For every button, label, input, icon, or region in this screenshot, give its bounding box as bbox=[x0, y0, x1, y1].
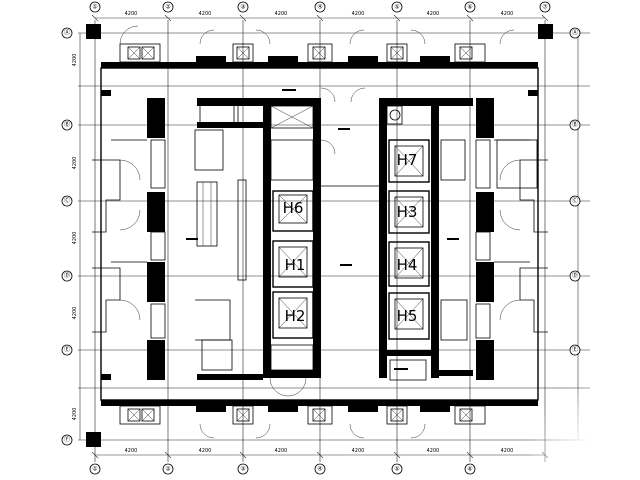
axis-col-1-bottom: ① bbox=[92, 466, 97, 473]
right-stair-block bbox=[439, 98, 473, 376]
elevator-h3: H3 bbox=[388, 190, 430, 234]
top-dimension-labels: 4200 4200 4200 4200 4200 4200 bbox=[125, 11, 514, 17]
axis-row-d-right: Ⓓ bbox=[572, 272, 578, 280]
axis-col-5-top: ⑤ bbox=[394, 4, 399, 11]
axis-col-2-top: ② bbox=[165, 4, 171, 11]
axis-row-b-left: Ⓑ bbox=[64, 121, 70, 129]
dim-bottom-2: 4200 bbox=[199, 448, 212, 454]
dim-top-5: 4200 bbox=[427, 11, 440, 17]
axis-col-1-top: ① bbox=[92, 4, 97, 11]
dim-left-5: 4200 bbox=[72, 408, 78, 421]
dim-top-6: 4200 bbox=[501, 11, 514, 17]
watermark-fade bbox=[530, 380, 640, 480]
elevator-h5: H5 bbox=[388, 292, 430, 340]
elevator-shafts: H6 H1 H2 H7 H3 bbox=[272, 139, 430, 340]
row-axis-bubbles-right: Ⓐ Ⓑ Ⓒ Ⓓ Ⓔ bbox=[569, 27, 581, 356]
axis-row-d-left: Ⓓ bbox=[64, 272, 70, 280]
elevator-h6-label: H6 bbox=[283, 199, 304, 217]
elevator-h1: H1 bbox=[272, 240, 314, 288]
dim-left-2: 4200 bbox=[72, 157, 78, 170]
dim-bottom-3: 4200 bbox=[275, 448, 288, 454]
grid-lines bbox=[78, 20, 590, 462]
corner-columns bbox=[86, 24, 553, 447]
left-dimension-labels: 4200 4200 4200 4200 4200 bbox=[72, 54, 78, 421]
elevator-h7-label: H7 bbox=[397, 151, 418, 169]
dim-top-4: 4200 bbox=[352, 11, 365, 17]
top-service-rooms bbox=[119, 25, 515, 63]
dim-left-3: 4200 bbox=[72, 232, 78, 245]
elevator-h4-label: H4 bbox=[397, 256, 418, 274]
dim-left-4: 4200 bbox=[72, 307, 78, 320]
axis-col-7-top: ⑦ bbox=[542, 4, 548, 11]
elevator-h4: H4 bbox=[388, 241, 430, 287]
dim-top-1: 4200 bbox=[125, 11, 138, 17]
dim-bottom-4: 4200 bbox=[352, 448, 365, 454]
axis-col-5-bottom: ⑤ bbox=[394, 466, 399, 473]
right-wing-rooms bbox=[475, 98, 548, 380]
left-wing-rooms bbox=[92, 98, 166, 380]
axis-row-c-right: Ⓒ bbox=[572, 197, 578, 205]
dim-bottom-5: 4200 bbox=[427, 448, 440, 454]
axis-col-2-bottom: ② bbox=[165, 466, 171, 473]
axis-row-c-left: Ⓒ bbox=[64, 197, 70, 205]
elevator-h5-label: H5 bbox=[397, 307, 418, 325]
axis-col-4-top: ④ bbox=[317, 4, 322, 11]
elevator-h7: H7 bbox=[388, 139, 430, 183]
elevator-h2-label: H2 bbox=[285, 307, 306, 325]
axis-row-f-left: Ⓕ bbox=[64, 436, 70, 444]
dim-bottom-6: 4200 bbox=[501, 448, 514, 454]
column-axis-bubbles-top: ① ② ③ ④ ⑤ ⑥ ⑦ bbox=[89, 1, 551, 13]
left-stair-block bbox=[194, 98, 267, 380]
axis-row-a-left: Ⓐ bbox=[64, 29, 70, 37]
axis-row-a-right: Ⓐ bbox=[572, 29, 578, 37]
room-tags bbox=[186, 89, 459, 370]
bottom-service-rooms bbox=[119, 405, 486, 439]
perimeter-walls bbox=[100, 62, 539, 406]
dimension-lines bbox=[79, 14, 579, 459]
elevator-h6: H6 bbox=[272, 190, 314, 232]
axis-row-e-left: Ⓔ bbox=[64, 346, 70, 354]
central-core bbox=[263, 98, 439, 381]
dim-top-2: 4200 bbox=[199, 11, 212, 17]
core-doors bbox=[269, 87, 366, 397]
axis-col-4-bottom: ④ bbox=[317, 466, 322, 473]
elevator-h3-label: H3 bbox=[397, 203, 418, 221]
axis-col-6-bottom: ⑥ bbox=[467, 466, 472, 473]
axis-row-e-right: Ⓔ bbox=[572, 346, 578, 354]
axis-col-3-top: ③ bbox=[240, 4, 245, 11]
elevator-h1-label: H1 bbox=[285, 256, 306, 274]
axis-col-3-bottom: ③ bbox=[240, 466, 245, 473]
dim-left-1: 4200 bbox=[72, 54, 78, 67]
axis-col-6-top: ⑥ bbox=[467, 4, 472, 11]
dim-top-3: 4200 bbox=[275, 11, 288, 17]
dim-bottom-1: 4200 bbox=[125, 448, 138, 454]
axis-row-b-right: Ⓑ bbox=[572, 121, 578, 129]
row-axis-bubbles-left: Ⓐ Ⓑ Ⓒ Ⓓ Ⓔ Ⓕ bbox=[61, 27, 73, 446]
column-axis-bubbles-bottom: ① ② ③ ④ ⑤ ⑥ bbox=[89, 463, 476, 475]
bottom-dimension-labels: 4200 4200 4200 4200 4200 4200 bbox=[125, 448, 514, 454]
elevator-h2: H2 bbox=[272, 291, 314, 339]
